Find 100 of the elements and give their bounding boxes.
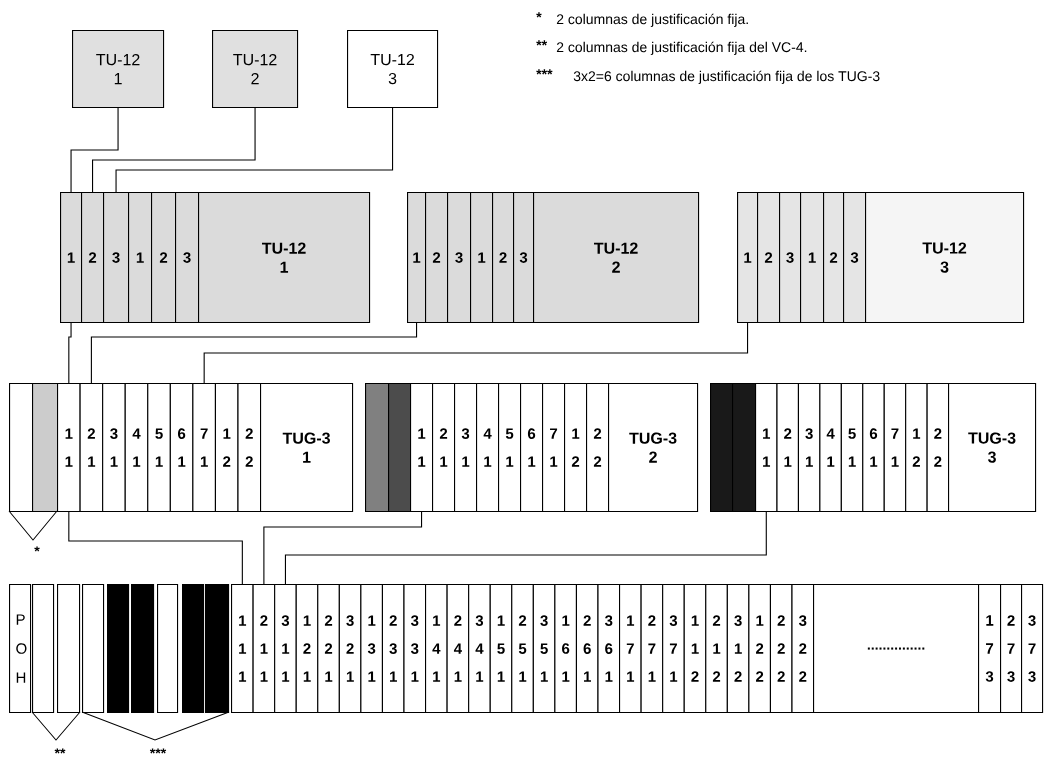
filled-column <box>732 383 757 513</box>
column-box: 2 5 1 <box>511 584 534 714</box>
column-box: 2 1 1 <box>252 584 276 714</box>
column-box: 2 7 1 <box>640 584 664 714</box>
column-box: 2 <box>81 192 105 324</box>
column-box: 2 6 1 <box>575 584 599 714</box>
connector-line <box>284 511 767 585</box>
column-box: 1 <box>800 192 825 324</box>
connector-line <box>70 107 119 193</box>
column-box: 2 2 <box>926 383 950 513</box>
column-box: 1 <box>737 192 759 324</box>
filled-column <box>157 584 179 714</box>
footnote-marker: * <box>536 12 542 18</box>
connector-line <box>68 511 243 585</box>
column-box: 6 1 <box>862 383 885 513</box>
column-box: 3 5 1 <box>532 584 556 714</box>
footnote-marker: *** <box>536 69 553 75</box>
column-box: 2 <box>492 192 515 324</box>
column-box: 1 <box>407 192 427 324</box>
column-box: 7 1 <box>542 383 566 513</box>
connector-line <box>203 322 749 384</box>
filled-column <box>710 383 734 513</box>
column-box: 2 <box>151 192 177 324</box>
column-box: 1 2 <box>564 383 588 513</box>
column-box: 3 1 <box>102 383 126 513</box>
footnote-marker: * <box>34 546 40 552</box>
column-box: 1 2 <box>214 383 239 513</box>
column-box: 2 3 1 <box>381 584 405 714</box>
column-box: 4 1 <box>819 383 842 513</box>
column-box: 1 2 2 <box>748 584 771 714</box>
footnote-text: 2 columnas de justificación fija. <box>556 13 748 27</box>
labeled-box: TU-12 1 <box>72 30 165 109</box>
footnote-text: 2 columnas de justificación fija del VC-4. <box>556 41 807 55</box>
connector-line <box>68 322 72 384</box>
filled-column <box>388 383 412 513</box>
column-box: 4 1 <box>476 383 500 513</box>
footnote-marker: ** <box>54 748 66 754</box>
column-box: 3 <box>513 192 535 324</box>
filled-column <box>131 584 155 714</box>
column-box: 1 2 1 <box>295 584 319 714</box>
column-box: 2 2 2 <box>769 584 793 714</box>
filled-column <box>32 383 59 513</box>
column-box: 2 1 <box>776 383 799 513</box>
column-box: 3 <box>103 192 130 324</box>
column-box: 3 4 1 <box>468 584 491 714</box>
column-box: 4 1 <box>124 383 149 513</box>
column-box: 1 <box>128 192 153 324</box>
connector-line <box>115 107 394 193</box>
labeled-box: TU-12 3 <box>347 30 439 109</box>
column-box: 2 <box>823 192 845 324</box>
filled-column <box>365 383 390 513</box>
column-box: 1 <box>470 192 494 324</box>
connector-line <box>90 322 418 384</box>
filled-column <box>82 584 105 714</box>
filled-column <box>32 584 55 714</box>
column-box: 3 1 1 <box>274 584 297 714</box>
column-box: 1 6 1 <box>554 584 577 714</box>
column-box: 3 7 1 <box>662 584 685 714</box>
column-box: 3 3 1 <box>403 584 427 714</box>
column-box: 2 <box>757 192 781 324</box>
column-box: 2 1 2 <box>705 584 728 714</box>
column-box: 2 1 <box>79 383 104 513</box>
column-box: 2 7 3 <box>1000 584 1023 714</box>
column-box: 3 1 <box>797 383 821 513</box>
connector-line <box>92 107 256 193</box>
column-box: 2 4 1 <box>446 584 470 714</box>
column-box: P O H <box>9 584 32 714</box>
column-box: 5 1 <box>498 383 522 513</box>
footnote-marker: ** <box>536 40 548 46</box>
column-box: 1 5 1 <box>489 584 513 714</box>
column-box: 5 1 <box>147 383 171 513</box>
footnote-marker: *** <box>149 748 167 754</box>
column-box: 2 2 <box>586 383 610 513</box>
column-box: 3 <box>447 192 472 324</box>
column-box: 2 2 1 <box>317 584 340 714</box>
column-box: 3 1 <box>454 383 478 513</box>
column-box: 2 2 <box>237 383 262 513</box>
filled-column <box>57 584 81 714</box>
container-box: TU-12 3 <box>865 192 1025 324</box>
column-box: 6 1 <box>169 383 194 513</box>
column-box: 1 4 1 <box>425 584 448 714</box>
column-box: 1 1 1 <box>231 584 254 714</box>
column-box: 3 1 2 <box>726 584 750 714</box>
column-box: 1 1 2 <box>683 584 707 714</box>
column-box: 7 1 <box>883 383 907 513</box>
column-box: 1 3 1 <box>360 584 383 714</box>
column-box: 5 1 <box>840 383 864 513</box>
column-box: 1 2 <box>905 383 928 513</box>
column-box: 7 1 <box>192 383 216 513</box>
filled-column <box>182 584 205 714</box>
column-box: 1 7 1 <box>619 584 642 714</box>
column-box: 3 2 1 <box>338 584 362 714</box>
column-box: 3 <box>843 192 867 324</box>
column-box: 2 1 <box>432 383 456 513</box>
column-box: 3 <box>175 192 200 324</box>
column-box: 3 <box>779 192 802 324</box>
labeled-box: TU-12 2 <box>212 30 299 109</box>
footnote-text: 3x2=6 columnas de justificación fija de los TUG-3 <box>573 70 880 84</box>
filled-column <box>107 584 130 714</box>
connector-line <box>263 511 423 585</box>
